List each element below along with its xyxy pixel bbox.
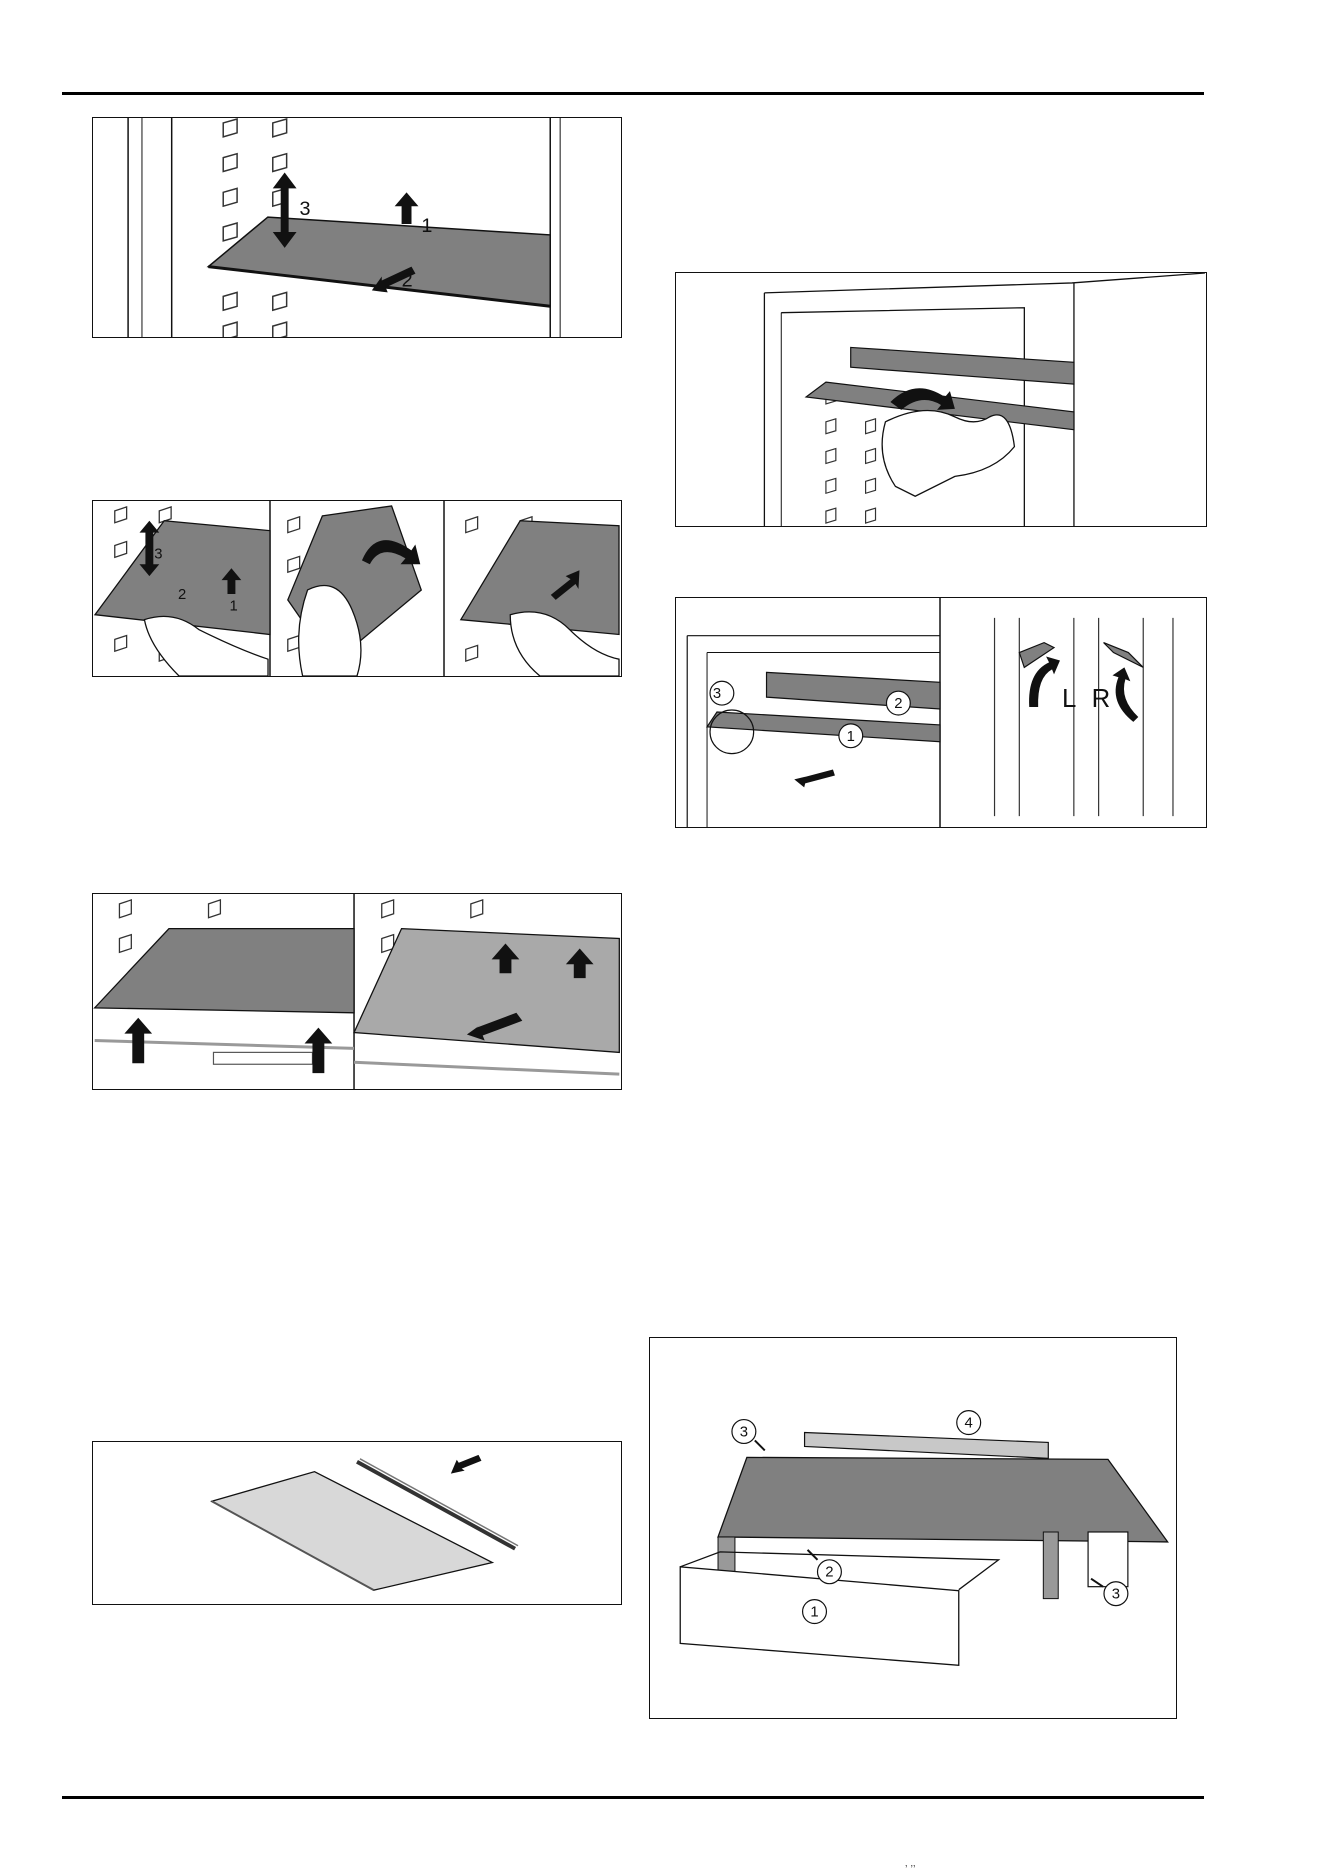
figure-drawer-shelf: 3 4 2 3 1 xyxy=(649,1337,1177,1719)
label-2: 2 xyxy=(825,1564,833,1581)
label-3: 3 xyxy=(740,1423,748,1440)
shelf-adjust-illustration: 3 1 2 xyxy=(93,118,621,337)
figure-shelf-adjust: 3 1 2 xyxy=(92,117,622,338)
label-1: 1 xyxy=(229,599,237,615)
split-shelf-illustration xyxy=(676,273,1206,526)
label-R: R xyxy=(1092,685,1111,713)
glass-trim-illustration xyxy=(93,1442,621,1604)
label-3: 3 xyxy=(713,686,721,702)
label-2: 2 xyxy=(894,696,902,712)
split-shelf-detail-illustration: 3 2 1 L R xyxy=(676,598,1206,827)
label-4: 4 xyxy=(965,1415,973,1432)
label-2: 2 xyxy=(402,269,413,291)
shelf-remove-illustration: 3 2 1 xyxy=(93,501,621,676)
header-rule xyxy=(62,92,1204,95)
label-3-right: 3 xyxy=(1112,1586,1120,1603)
footer-rule xyxy=(62,1796,1204,1799)
drawer-shelf-illustration: 3 4 2 3 1 xyxy=(650,1338,1176,1718)
label-2: 2 xyxy=(178,587,186,603)
shelf-insert-illustration xyxy=(93,894,621,1089)
label-1: 1 xyxy=(810,1604,818,1621)
label-L: L xyxy=(1062,685,1076,713)
figure-split-shelf-detail: 3 2 1 L R xyxy=(675,597,1207,828)
footer-glyphs: ‚ ‚‚ xyxy=(905,1857,915,1869)
label-1: 1 xyxy=(847,729,855,745)
figure-split-shelf xyxy=(675,272,1207,527)
label-3: 3 xyxy=(154,546,162,562)
figure-shelf-remove: 3 2 1 xyxy=(92,500,622,677)
label-3: 3 xyxy=(300,198,311,220)
label-1: 1 xyxy=(421,215,432,237)
figure-glass-trim xyxy=(92,1441,622,1605)
figure-shelf-insert xyxy=(92,893,622,1090)
